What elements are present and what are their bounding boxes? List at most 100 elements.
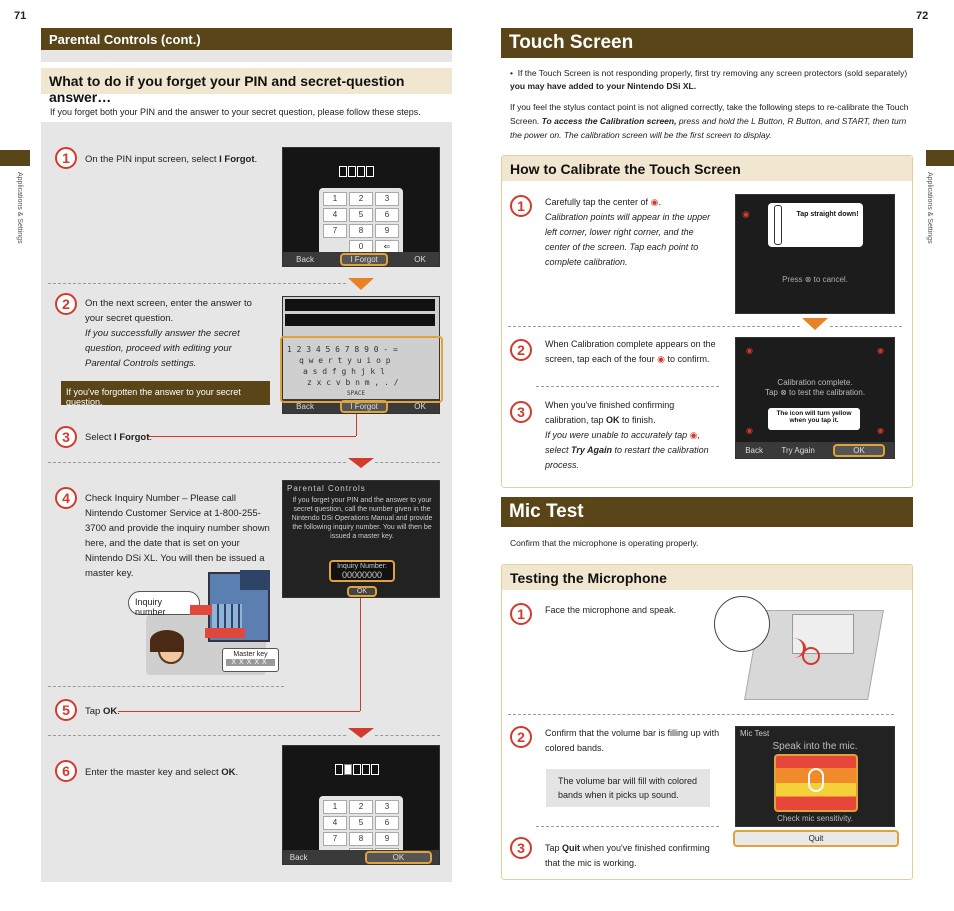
step-5-number: 5 [55,699,77,721]
key[interactable]: 2 [349,800,373,814]
step-2-text: On the next screen, enter the answer to … [85,298,252,369]
left-header: Parental Controls (cont.) [41,28,452,50]
kb-space[interactable]: SPACE [347,390,366,397]
forgot-answer-callout: If you've forgotten the answer to your s… [61,381,270,407]
key[interactable]: 4 [323,208,347,222]
divider [48,735,346,736]
pc-screen-body: If you forget your PIN and the answer to… [291,497,433,540]
key[interactable]: 7 [323,832,347,846]
back-button[interactable]: Back [289,852,308,862]
icon-yellow-note: The icon will turn yellow when you tap i… [768,408,860,430]
step-1-number: 1 [55,147,77,169]
target-icon: ◉ [657,354,665,364]
calibration-complete-text: Calibration complete. [777,378,853,387]
leader-line [360,598,361,711]
arrow-left-icon [205,628,245,638]
divider [508,714,894,715]
microphone-icon [808,768,824,792]
key[interactable]: 2 [349,192,373,206]
key[interactable]: 9 [375,224,399,238]
divider [375,462,440,463]
check-sensitivity-text: Check mic sensitivity. [777,814,853,823]
cal-step-1-text: Carefully tap the center of ◉.Calibratio… [545,197,711,267]
key[interactable]: 7 [323,224,347,238]
ok-button[interactable]: OK [414,254,426,264]
kb-row-a[interactable]: a s d f g h j k l [303,367,385,376]
divider [536,386,719,387]
key[interactable]: 4 [323,816,347,830]
left-page-number: 71 [14,10,27,22]
quit-button[interactable]: Quit [733,830,899,847]
back-button[interactable]: Back [296,401,314,411]
inquiry-value: 00000000 [341,570,383,580]
leader-line [118,711,360,712]
ok-button[interactable]: OK [347,586,377,597]
key[interactable]: 6 [375,208,399,222]
cal-step-2-text: When Calibration complete appears on the… [545,339,716,364]
try-again-button[interactable]: Try Again [781,445,815,455]
calibration-screen-1: ◉ Tap straight down! Press ⊗ to cancel. [735,194,895,314]
tap-straight-tip: Tap straight down! [768,203,863,247]
building-roof [240,570,270,590]
left-side-label: Applications & Settings [16,172,23,244]
key[interactable]: 8 [349,224,373,238]
cal-step-2-number: 2 [510,339,532,361]
key[interactable]: 1 [323,192,347,206]
key[interactable]: 1 [323,800,347,814]
key[interactable]: 8 [349,832,373,846]
ok-button[interactable]: OK [364,850,433,864]
mic-test-title: Mic Test [501,497,913,527]
pc-screen-title: Parental Controls [287,484,366,493]
key[interactable]: 3 [375,192,399,206]
touch-paragraph: If you feel the stylus contact point is … [510,102,909,140]
mic-highlight [802,647,820,665]
leader-line [148,436,356,437]
stylus-icon [774,205,782,245]
back-button[interactable]: Back [296,254,314,264]
mic-panel [501,564,913,880]
ok-button[interactable]: OK [414,401,426,411]
ok-button[interactable]: OK [833,443,885,457]
calibrate-panel [501,155,913,488]
divider [48,462,346,463]
i-forgot-button[interactable]: I Forgot [340,252,388,266]
kb-row-numbers[interactable]: 1 2 3 4 5 6 7 8 9 0 - = [287,345,398,354]
kb-row-z[interactable]: z x c v b n m , . / [307,378,399,387]
back-button[interactable]: Back [745,445,763,455]
mic-screen-title: Mic Test [740,729,770,738]
face-illustration [714,596,770,652]
press-cancel-text: Press ⊗ to cancel. [782,275,848,284]
parental-controls-screen: Parental Controls If you forget your PIN… [282,480,440,598]
step-4-number: 4 [55,487,77,509]
right-side-tab [926,150,954,166]
key[interactable]: 3 [375,800,399,814]
step-6-number: 6 [55,760,77,782]
mic-step-1-number: 1 [510,603,532,625]
key[interactable]: 5 [349,816,373,830]
touch-bullet: • If the Touch Screen is not responding … [510,68,908,91]
mic-step-2-text: Confirm that the volume bar is filling u… [545,728,720,753]
down-arrow-icon [802,318,828,330]
inquiry-label: Inquiry Number: [337,563,387,570]
target-icon: ◉ [746,346,753,355]
key[interactable]: 6 [375,816,399,830]
divider [48,283,346,284]
calibration-test-text: Tap ⊗ to test the calibration. [764,388,866,397]
key[interactable]: 5 [349,208,373,222]
cal-step-3-number: 3 [510,401,532,423]
cal-step-1-number: 1 [510,195,532,217]
divider [375,735,440,736]
mic-subtitle: Testing the Microphone [502,565,912,590]
master-key-label: Master key [233,651,268,658]
intro-text: If you forget both your PIN and the answ… [50,107,421,117]
kb-row-q[interactable]: q w e r t y u i o p [299,356,391,365]
target-icon: ◉ [650,197,659,207]
section-title: What to do if you forget your PIN and se… [41,68,452,105]
cal-step-3-text: When you've finished confirming calibrat… [545,400,709,470]
target-icon: ◉ [877,426,884,435]
inquiry-number-bubble: Inquiry number [128,591,200,617]
right-side-label: Applications & Settings [926,172,933,244]
key[interactable]: 9 [375,832,399,846]
down-arrow-icon [348,458,374,468]
down-arrow-icon [348,728,374,738]
